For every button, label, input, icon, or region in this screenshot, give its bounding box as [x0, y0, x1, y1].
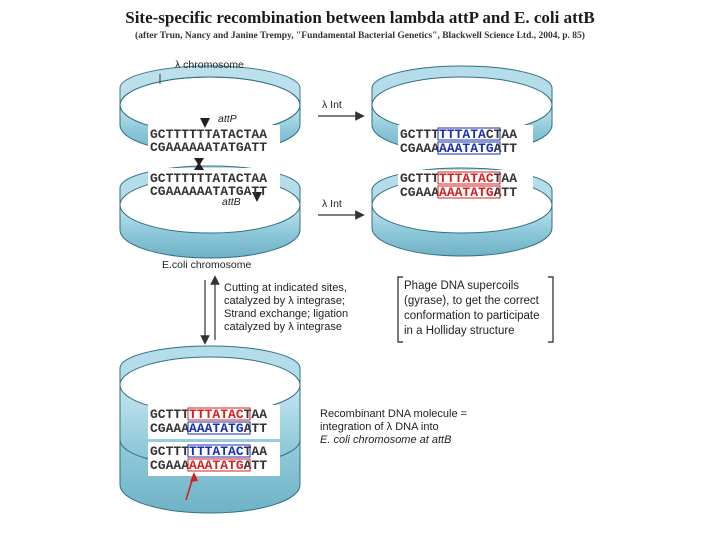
recombinant-line-3: E. coli chromosome at attB: [320, 434, 452, 446]
recombinant-ribbon: [119, 345, 301, 514]
diagram-subtitle: (after Trun, Nancy and Janine Trempy, "F…: [135, 31, 585, 41]
left-bottom-seq-1: GCTTTTTTATACTAA: [150, 171, 267, 186]
left-top-seq-2: CGAAAAAATATGATT: [150, 140, 267, 155]
lambda-int-label-1: λ Int: [322, 99, 342, 111]
ecoli-chromosome-label: E.coli chromosome: [162, 259, 251, 271]
right-top-seq-1: GCTTTTTTATACTAA: [400, 127, 517, 142]
attB-cut-marker: [252, 192, 262, 202]
supercoil-line-4: in a Holliday structure: [404, 325, 515, 337]
right-bottom-box-2: [437, 185, 501, 199]
attB-label: attB: [222, 196, 241, 208]
cut-marker-2: [194, 162, 204, 170]
right-bottom-box-1: [437, 171, 501, 185]
cutting-description: Cutting at indicated sites, catalyzed by…: [224, 282, 348, 334]
recombinant-line-2: integration of λ DNA into: [320, 421, 439, 433]
recomb-box-3: [187, 444, 251, 458]
diagram-title: Site-specific recombination between lamb…: [125, 8, 595, 27]
cutting-line-2: catalyzed by λ integrase;: [224, 295, 346, 307]
supercoil-bracket-right: [548, 276, 554, 343]
right-ecoli-ring: [371, 167, 553, 257]
supercoil-description: Phage DNA supercoils (gyrase), to get th…: [404, 279, 540, 339]
lambda-chromosome-ring: [119, 65, 301, 155]
supercoil-line-2: (gyrase), to get the correct: [404, 295, 539, 307]
supercoil-line-1: Phage DNA supercoils: [404, 280, 520, 292]
ecoli-chromosome-ring: [119, 165, 301, 259]
supercoil-line-3: conformation to participate: [404, 310, 540, 322]
right-lambda-ring: [371, 65, 553, 157]
attP-cut-marker: [200, 118, 210, 128]
right-top-box-1: [437, 127, 501, 141]
recombinant-description: Recombinant DNA molecule = integration o…: [320, 408, 467, 447]
lambda-chromosome-label: λ chromosome: [175, 59, 244, 71]
red-pointer-arrowhead: [190, 472, 198, 482]
left-top-seq-1: GCTTTTTTATACTAA: [150, 127, 267, 142]
cutting-line-1: Cutting at indicated sites,: [224, 282, 347, 294]
recomb-box-2: [187, 421, 251, 435]
lambda-int-label-2: λ Int: [322, 198, 342, 210]
recomb-box-4: [187, 458, 251, 472]
cutting-line-4: catalyzed by λ integrase: [224, 321, 343, 333]
attP-label: attP: [218, 113, 237, 125]
right-top-box-2: [437, 141, 501, 155]
recomb-box-1: [187, 407, 251, 421]
cutting-line-3: Strand exchange; ligation: [224, 308, 349, 320]
supercoil-bracket-left: [397, 276, 403, 343]
recombinant-line-1: Recombinant DNA molecule =: [320, 408, 468, 420]
recomb-seq-4: CGAAAAAATATGATT: [150, 458, 267, 473]
left-bottom-seq-2: CGAAAAAATATGATT: [150, 184, 267, 199]
